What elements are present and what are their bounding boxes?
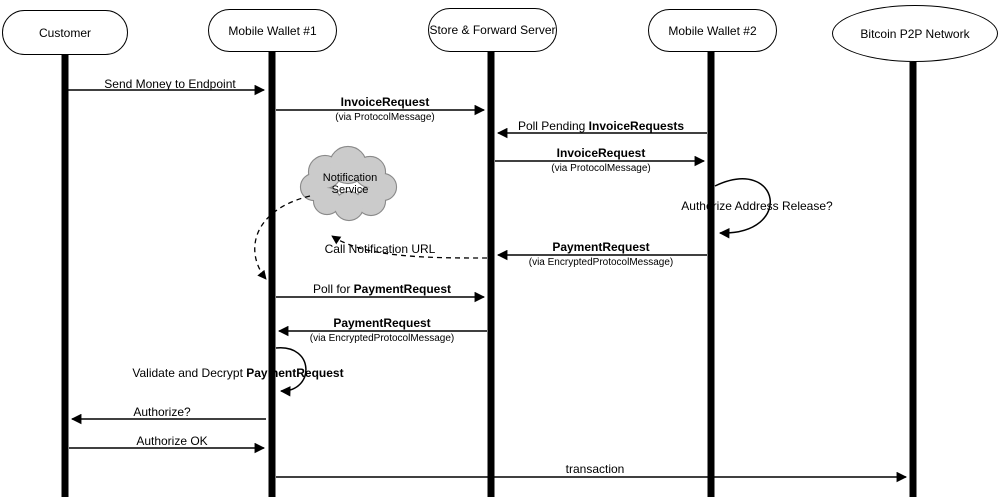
dashed-arrow-notify-wallet1: [254, 195, 311, 280]
actor-bitcoin-p2p-network: Bitcoin P2P Network: [832, 5, 998, 62]
message-label-call-notification-url: Call Notification URL: [324, 242, 436, 256]
actor-mobile-wallet-1-label: Mobile Wallet #1: [228, 23, 317, 38]
actor-customer-label: Customer: [38, 25, 91, 40]
actor-mobile-wallet-2: Mobile Wallet #2: [648, 9, 777, 52]
message-label-poll-pending-invoices: Poll Pending InvoiceRequests: [517, 119, 685, 133]
message-sublabel-invoice-request-2: (via ProtocolMessage): [551, 163, 651, 174]
message-label-authorize-ok: Authorize OK: [136, 434, 208, 448]
message-label-authorize-question: Authorize?: [133, 405, 191, 419]
message-sublabel-payment-request-to-server: (via EncryptedProtocolMessage): [528, 257, 674, 268]
message-label-invoice-request-1: InvoiceRequest: [340, 95, 430, 109]
message-sublabel-invoice-request-1: (via ProtocolMessage): [335, 112, 435, 123]
notification-service-label: Notification Service: [322, 172, 378, 196]
message-label-poll-for-payment-request: Poll for PaymentRequest: [312, 282, 452, 296]
actor-store-forward-server-label: Store & Forward Server: [429, 23, 556, 37]
message-label-payment-request-to-wallet1: PaymentRequest: [333, 316, 431, 330]
loop-authorize-address-release: [714, 178, 771, 239]
message-label-invoice-request-2: InvoiceRequest: [556, 146, 646, 160]
message-label-send-money: Send Money to Endpoint: [104, 77, 236, 91]
actor-bitcoin-p2p-network-label: Bitcoin P2P Network: [860, 26, 970, 41]
actor-store-forward-server: Store & Forward Server: [428, 8, 557, 52]
loop-validate-and-decrypt: [275, 347, 307, 397]
actor-customer: Customer: [2, 10, 128, 55]
dashed-arrow-call-notification-url: [331, 235, 488, 259]
message-label-payment-request-to-server: PaymentRequest: [552, 240, 650, 254]
message-label-transaction: transaction: [565, 462, 625, 476]
message-sublabel-payment-request-to-wallet1: (via EncryptedProtocolMessage): [309, 333, 455, 344]
message-label-validate-and-decrypt: Validate and Decrypt PaymentRequest: [132, 366, 344, 380]
actor-mobile-wallet-1: Mobile Wallet #1: [208, 9, 337, 52]
notification-service-cloud: [299, 145, 398, 222]
message-label-authorize-address-release: Authorize Address Release?: [681, 199, 833, 213]
actor-mobile-wallet-2-label: Mobile Wallet #2: [668, 23, 757, 38]
